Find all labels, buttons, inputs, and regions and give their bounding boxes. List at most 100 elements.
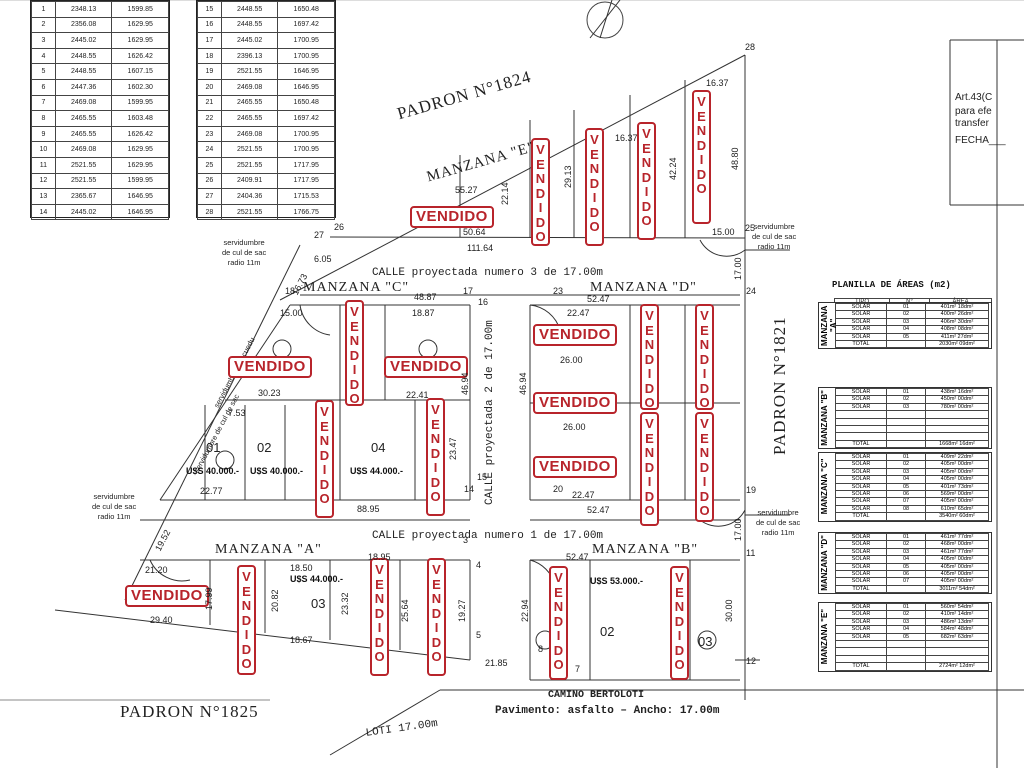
price-label: U$S 44.000.- <box>290 574 344 584</box>
coordinate-cell: 1697.42 <box>277 110 335 127</box>
dimension: 46.94 <box>518 372 528 395</box>
vertex-number: 25 <box>745 223 756 233</box>
coordinate-cell: 3 <box>31 32 56 49</box>
coordinate-cell: 20 <box>197 78 222 96</box>
dimension: 50.64 <box>463 227 486 237</box>
coordinate-cell: 2521.55 <box>220 63 279 80</box>
areas-cell: 01 <box>886 387 926 397</box>
padron-1825-label: PADRON N°1825 <box>120 702 259 721</box>
coordinate-cell: 16 <box>197 16 222 34</box>
vertex-number: 23 <box>553 286 564 296</box>
areas-block-label: MANZANA "A" <box>820 305 838 346</box>
areas-cell: 04 <box>886 325 926 334</box>
areas-cell <box>886 654 926 664</box>
areas-cell: SOLAR <box>835 310 887 319</box>
areas-cell: 01 <box>886 532 926 542</box>
coordinate-cell: 23 <box>197 125 222 143</box>
padron-1821-label: PADRON N°1821 <box>770 316 789 455</box>
areas-cell: SOLAR <box>835 482 887 492</box>
areas-cell: 04 <box>886 625 926 634</box>
coordinate-cell: 1646.95 <box>277 78 335 96</box>
areas-cell: SOLAR <box>835 632 887 642</box>
coordinate-cell: 2465.55 <box>54 110 113 127</box>
vertex-number: 27 <box>314 230 325 240</box>
lot-number: 03 <box>311 596 326 611</box>
dimension: 20.82 <box>270 589 280 612</box>
areas-row <box>835 417 989 427</box>
areas-cell: SOLAR <box>835 395 887 404</box>
sold-stamp: VENDIDO <box>533 392 617 414</box>
coordinate-cell: 1646.95 <box>111 188 169 205</box>
manzana-b-label: MANZANA "B" <box>592 542 699 557</box>
pavimento-note: Pavimento: asfalto – Ancho: 17.00m <box>495 705 720 717</box>
coordinate-cell: 2448.55 <box>54 47 113 65</box>
coordinate-cell: 2469.08 <box>220 78 279 96</box>
areas-cell: 780m² 00dm² <box>925 402 989 412</box>
areas-row <box>835 432 989 441</box>
areas-cell <box>835 647 887 656</box>
side-note-line3: transfer <box>955 118 989 129</box>
dimension: 21.20 <box>145 565 168 575</box>
lot-number: 03 <box>698 634 713 649</box>
areas-cell: 405m² 00dm² <box>925 475 989 484</box>
areas-cell: 05 <box>886 632 926 642</box>
dimension: 111.64 <box>467 243 494 253</box>
dimension: 26.00 <box>563 422 586 432</box>
coordinate-cell: 1717.95 <box>277 172 335 190</box>
areas-cell: 461m² 77dm² <box>925 547 989 557</box>
areas-cell: 438m² 16dm² <box>925 387 989 397</box>
dimension: 23.32 <box>340 592 350 615</box>
dimension: 88.95 <box>357 504 380 514</box>
coordinate-cell: 2469.08 <box>220 125 279 143</box>
areas-block-label: MANZANA "C" <box>820 458 829 515</box>
areas-cell <box>886 424 926 434</box>
street-calle-3: CALLE proyectada numero 3 de 17.00m <box>372 267 604 279</box>
areas-cell: SOLAR <box>835 467 887 477</box>
areas-cell: SOLAR <box>835 490 887 499</box>
coordinate-cell: 1599.95 <box>111 94 169 112</box>
side-note-fecha: FECHA___ <box>955 135 1006 146</box>
coordinate-cell: 1650.48 <box>277 94 335 112</box>
areas-cell: 03 <box>886 402 926 412</box>
coordinate-cell: 11 <box>31 156 56 174</box>
areas-cell <box>925 417 989 427</box>
vertex-number: 12 <box>746 656 757 666</box>
vertex-number: 20 <box>553 484 564 494</box>
dimension: 22.14 <box>500 182 510 205</box>
areas-total-cell <box>886 584 926 594</box>
dimension: 16.37 <box>706 78 729 88</box>
areas-cell: 06 <box>886 490 926 499</box>
coordinate-cell: 28 <box>197 203 222 221</box>
areas-cell: 408m² 08dm² <box>925 325 989 334</box>
coordinate-cell: 2365.67 <box>54 188 113 205</box>
coordinate-cell: 14 <box>31 203 56 221</box>
areas-cell: 04 <box>886 555 926 564</box>
